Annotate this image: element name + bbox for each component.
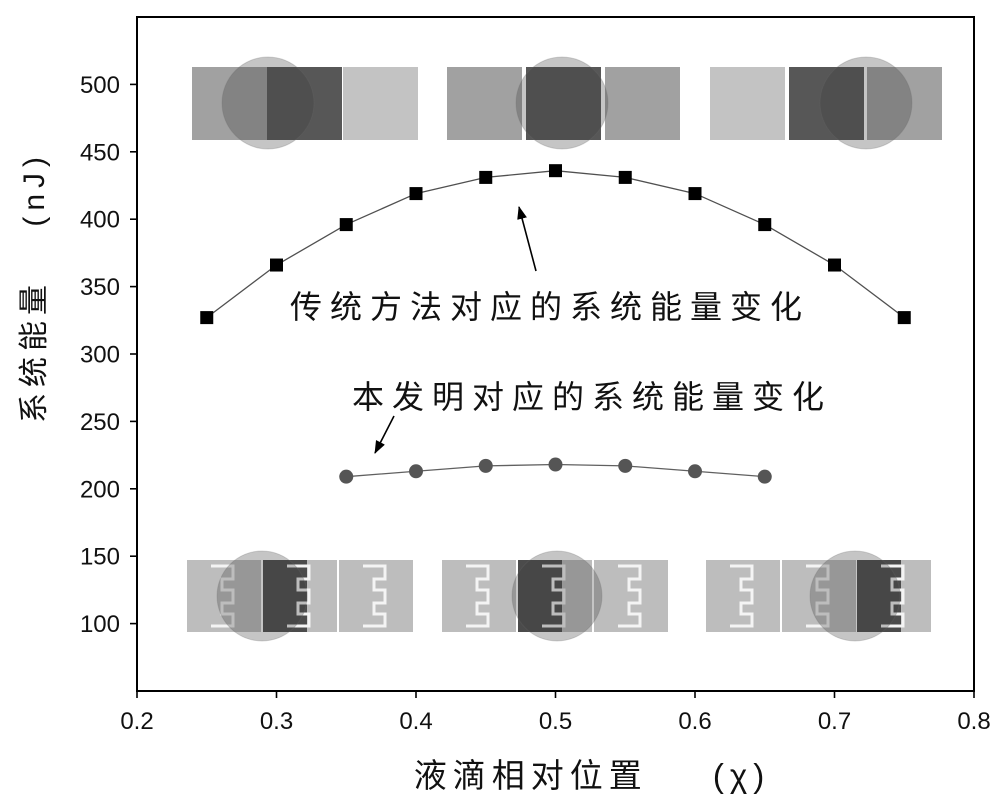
x-tick-label: 0.7 bbox=[818, 708, 851, 735]
electrode-pad bbox=[867, 67, 942, 140]
data-point-circle bbox=[688, 464, 702, 479]
data-point-square bbox=[549, 164, 562, 178]
electrode-pad bbox=[343, 67, 418, 140]
data-point-circle bbox=[548, 457, 563, 472]
droplet-circle bbox=[515, 56, 609, 150]
plot-series bbox=[200, 164, 911, 484]
data-point-square bbox=[270, 258, 283, 272]
y-tick-label: 250 bbox=[80, 409, 120, 436]
electrode-inset-top-2 bbox=[447, 56, 680, 150]
x-tick-label: 0.5 bbox=[539, 708, 572, 735]
x-tick-label: 0.2 bbox=[120, 708, 153, 735]
annotation-present-invention: 本发明对应的系统能量变化 bbox=[352, 379, 832, 415]
active-electrode bbox=[263, 560, 307, 632]
data-point-circle bbox=[618, 458, 633, 473]
electrode-pad bbox=[605, 67, 680, 140]
comb-electrode-pattern bbox=[618, 564, 642, 628]
droplet-circle bbox=[221, 56, 315, 150]
comb-electrode-pattern bbox=[881, 564, 905, 628]
data-point-square bbox=[828, 258, 841, 272]
electrode-pad bbox=[710, 67, 785, 140]
x-tick-label: 0.6 bbox=[678, 708, 711, 735]
comb-electrode-pattern bbox=[363, 564, 387, 628]
electrode-inset-top-3 bbox=[710, 56, 942, 150]
y-tick-label: 300 bbox=[80, 342, 120, 369]
x-tick-label: 0.4 bbox=[399, 708, 432, 735]
y-tick-label: 150 bbox=[80, 544, 120, 571]
data-point-circle bbox=[478, 458, 493, 473]
comb-electrode-pattern bbox=[806, 564, 830, 628]
electrode-pad bbox=[267, 67, 342, 140]
data-point-circle bbox=[339, 469, 354, 484]
droplet-circle bbox=[511, 550, 603, 642]
comb-electrode-pattern bbox=[542, 564, 566, 628]
comb-electrode-pattern bbox=[287, 564, 311, 628]
electrode-inset-bottom-1 bbox=[187, 550, 413, 642]
electrode-pad bbox=[192, 67, 267, 140]
comb-electrode-pattern bbox=[211, 564, 235, 628]
data-point-circle bbox=[409, 464, 423, 479]
droplet-circle bbox=[819, 56, 913, 150]
droplet-circle bbox=[216, 550, 308, 642]
electrode-pad bbox=[442, 560, 516, 632]
x-tick-label: 0.8 bbox=[957, 708, 990, 735]
electrode-inset-top-1 bbox=[192, 56, 418, 150]
electrode-pad bbox=[706, 560, 780, 632]
data-point-square bbox=[200, 311, 214, 325]
annotation-arrow-traditional-method bbox=[517, 206, 537, 272]
electrode-inset-bottom-3 bbox=[706, 550, 931, 642]
y-tick-label: 450 bbox=[80, 139, 120, 166]
y-tick-label: 100 bbox=[80, 611, 120, 638]
y-axis-title: 系统能量 (nJ) bbox=[18, 151, 51, 423]
electrode-pad bbox=[594, 560, 668, 632]
electrode-pad bbox=[526, 67, 601, 140]
x-axis-title: 液滴相对位置 (χ) bbox=[414, 757, 770, 794]
active-electrode bbox=[518, 560, 562, 632]
active-electrode bbox=[857, 560, 901, 632]
electrode-pad bbox=[782, 560, 856, 632]
data-point-square bbox=[897, 311, 911, 325]
comb-electrode-pattern bbox=[730, 564, 754, 628]
electrode-pad bbox=[447, 67, 522, 140]
y-tick-label: 200 bbox=[80, 476, 120, 503]
data-point-circle bbox=[757, 469, 772, 484]
electrode-pad bbox=[187, 560, 261, 632]
electrode-pad bbox=[789, 67, 864, 140]
y-tick-label: 350 bbox=[80, 274, 120, 301]
y-tick-label: 400 bbox=[80, 207, 120, 234]
data-point-square bbox=[758, 218, 772, 232]
comb-electrode-pattern bbox=[466, 564, 490, 628]
electrode-pad bbox=[339, 560, 413, 632]
x-tick-label: 0.3 bbox=[260, 708, 293, 735]
axis-ticks: 0.2 0.3 0.4 0.5 0.6 0.7 0.8 100 150 200 250 300 350 4… bbox=[80, 72, 991, 735]
data-point-square bbox=[409, 187, 423, 201]
data-point-square bbox=[618, 170, 632, 184]
annotation-arrow-present-invention bbox=[374, 415, 395, 454]
data-point-square bbox=[688, 187, 702, 201]
data-point-square bbox=[339, 218, 353, 232]
electrode-insets bbox=[187, 56, 942, 642]
y-tick-label: 500 bbox=[80, 72, 120, 99]
annotation-traditional-method: 传统方法对应的系统能量变化 bbox=[290, 289, 810, 325]
droplet-circle bbox=[809, 550, 901, 642]
electrode-inset-bottom-2 bbox=[442, 550, 668, 642]
data-point-square bbox=[479, 170, 493, 184]
